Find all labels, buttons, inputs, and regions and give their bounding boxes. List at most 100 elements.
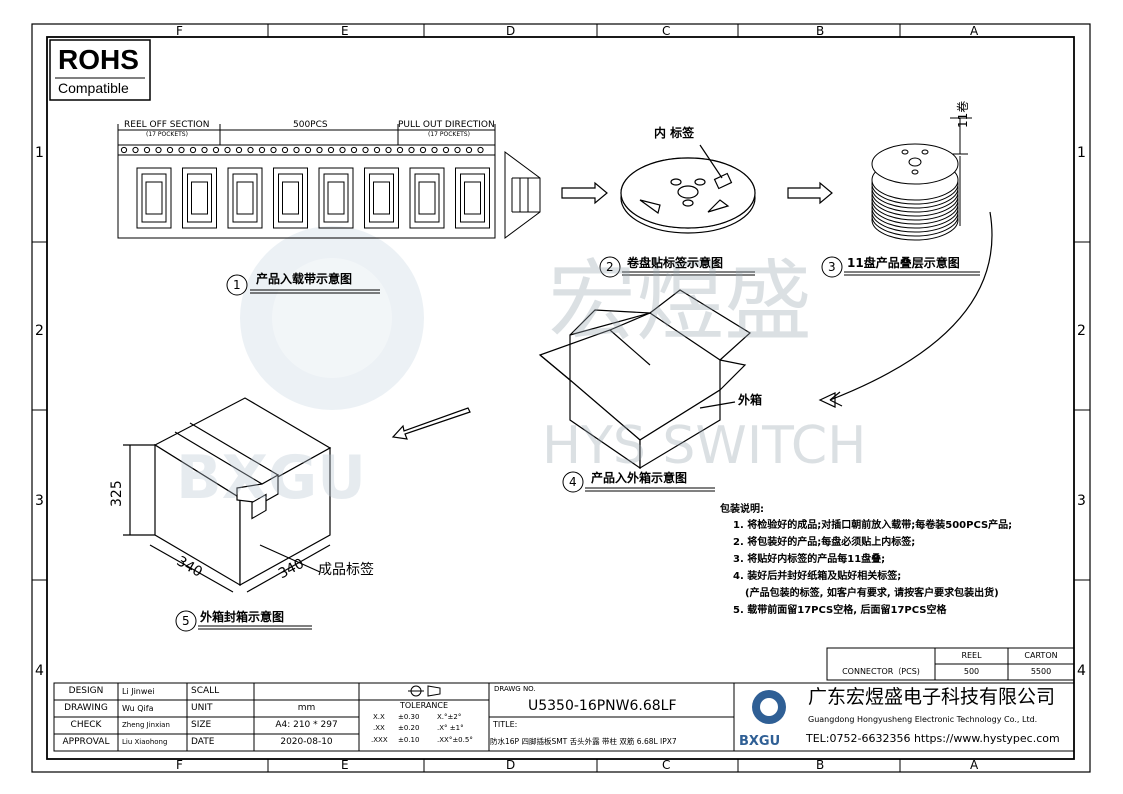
sprocket-hole: [396, 146, 404, 154]
sprocket-hole: [316, 146, 323, 154]
col-label-bottom: C: [662, 758, 671, 772]
sprocket-hole: [178, 146, 185, 154]
qty-value: 500: [963, 667, 980, 676]
tb-name: Liu Xiaohong: [122, 738, 168, 746]
tape-pocket: [409, 167, 445, 229]
sealed-box: [123, 397, 332, 593]
drawing-no-label: DRAWG NO.: [494, 685, 536, 693]
sprocket-hole: [431, 146, 438, 154]
sprocket-hole: [155, 146, 162, 154]
tape-pocket: [273, 167, 308, 229]
rohs-subtitle: Compatible: [58, 80, 129, 96]
watermark-sub: HYS SWITCH: [542, 416, 867, 476]
reel: [620, 144, 756, 234]
step-number: 4: [569, 475, 577, 489]
step-label: 11盘产品叠层示意图: [847, 256, 960, 270]
sprocket-hole: [258, 146, 266, 154]
sprocket-hole: [212, 146, 220, 154]
pcs-label: 500PCS: [293, 120, 328, 130]
step-label: 外箱封箱示意图: [200, 610, 285, 624]
notes-item: 1. 将检验好的成品;对插口朝前放入载带;每卷装500PCS产品;: [733, 520, 1013, 531]
col-label-bottom: E: [341, 758, 349, 772]
company-en: Guangdong Hongyusheng Electronic Technol…: [808, 715, 1038, 724]
tb-name: Li Jinwei: [122, 686, 155, 696]
sprocket-hole: [419, 146, 427, 154]
reel-off-label: REEL OFF SECTION: [124, 120, 210, 130]
step-number: 1: [233, 278, 241, 292]
sprocket-hole: [454, 146, 461, 154]
rohs-box: [49, 39, 151, 101]
sprocket-hole: [465, 146, 473, 154]
step-label: 产品入载带示意图: [256, 272, 353, 286]
sprocket-hole: [477, 146, 484, 154]
qty-value: 5500: [1030, 667, 1052, 676]
sprocket-hole: [132, 146, 139, 154]
title-label: TITLE:: [493, 720, 518, 729]
notes-item: 3. 将贴好内标签的产品每11盘叠;: [733, 554, 886, 565]
tol-angle: .XX°±0.5°: [437, 736, 473, 744]
tol-key: X.X: [373, 713, 385, 721]
sprocket-hole: [339, 146, 346, 154]
outer-frame: [31, 23, 1091, 773]
tape-pocket: [227, 167, 263, 229]
tape-pocket: [182, 167, 217, 229]
drawing-no: U5350-16PNW6.68LF: [528, 698, 677, 714]
notes-item: (产品包装的标签, 如客户有要求, 请按客户要求包装出货): [745, 588, 999, 599]
notes-item: 5. 载带前面留17PCS空格, 后面留17PCS空格: [733, 605, 947, 616]
row-label-right: 3: [1077, 493, 1086, 509]
sprocket-hole: [166, 146, 174, 154]
col-label-top: C: [662, 24, 671, 38]
company-logo-text: BXGU: [739, 734, 781, 749]
sprocket-hole: [373, 146, 381, 154]
reel-stack: [871, 143, 959, 241]
tb-field: UNIT: [191, 703, 213, 713]
tb-field: SIZE: [191, 720, 212, 730]
tol-val: ±0.10: [398, 736, 420, 744]
col-label-bottom: F: [176, 758, 183, 772]
notes-item: 4. 装好后并封好纸箱及贴好相关标签;: [733, 571, 902, 582]
sprocket-hole: [189, 146, 197, 154]
step-circles: [175, 256, 843, 632]
step-label: 产品入外箱示意图: [591, 471, 688, 485]
sprocket-hole: [201, 146, 208, 154]
qty-header: REEL: [961, 651, 982, 660]
tb-name: Wu Qifa: [122, 703, 154, 713]
sprocket-hole: [327, 146, 335, 154]
outer-box-callout: 外箱: [738, 393, 763, 407]
tb-name: Zheng Jinxian: [122, 721, 170, 729]
col-label-top: B: [816, 24, 825, 38]
qty-table-grid: [826, 647, 1075, 681]
tol-key: .XX: [373, 724, 385, 732]
tb-value: mm: [297, 703, 316, 713]
watermark-brand: 宏煜盛: [548, 250, 813, 353]
pull-out-label: PULL OUT DIRECTION: [398, 120, 495, 130]
watermark-logo: [240, 226, 424, 410]
rohs-title: ROHS: [58, 44, 139, 75]
tape-pocket: [364, 167, 399, 229]
step-label: 卷盘贴标签示意图: [627, 256, 724, 270]
tb-value: [254, 683, 359, 700]
qty-header: CARTON: [1024, 651, 1058, 660]
sprocket-hole: [281, 146, 289, 154]
sprocket-hole: [224, 146, 231, 154]
tb-label: DESIGN: [68, 686, 104, 696]
tb-label: APPROVAL: [62, 737, 110, 747]
tb-label: DRAWING: [64, 703, 108, 713]
flow-arrows: [391, 181, 993, 440]
tb-field: SCALL: [191, 686, 220, 696]
col-label-top: D: [506, 24, 516, 38]
notes-item: 2. 将包装好的产品;每盘必须贴上内标签;: [733, 537, 916, 548]
tol-angle: X.°±2°: [437, 713, 462, 721]
tol-key: .XXX: [371, 736, 388, 744]
product-label-callout: 成品标签: [318, 562, 374, 578]
inner-frame: [46, 36, 1075, 760]
sprocket-hole: [143, 146, 151, 154]
tb-label: CHECK: [70, 720, 102, 730]
sprocket-hole: [235, 146, 243, 154]
row-label-right: 1: [1077, 145, 1086, 161]
sprocket-hole: [247, 146, 254, 154]
tol-val: ±0.30: [398, 713, 420, 721]
tape-pocket: [136, 167, 172, 229]
